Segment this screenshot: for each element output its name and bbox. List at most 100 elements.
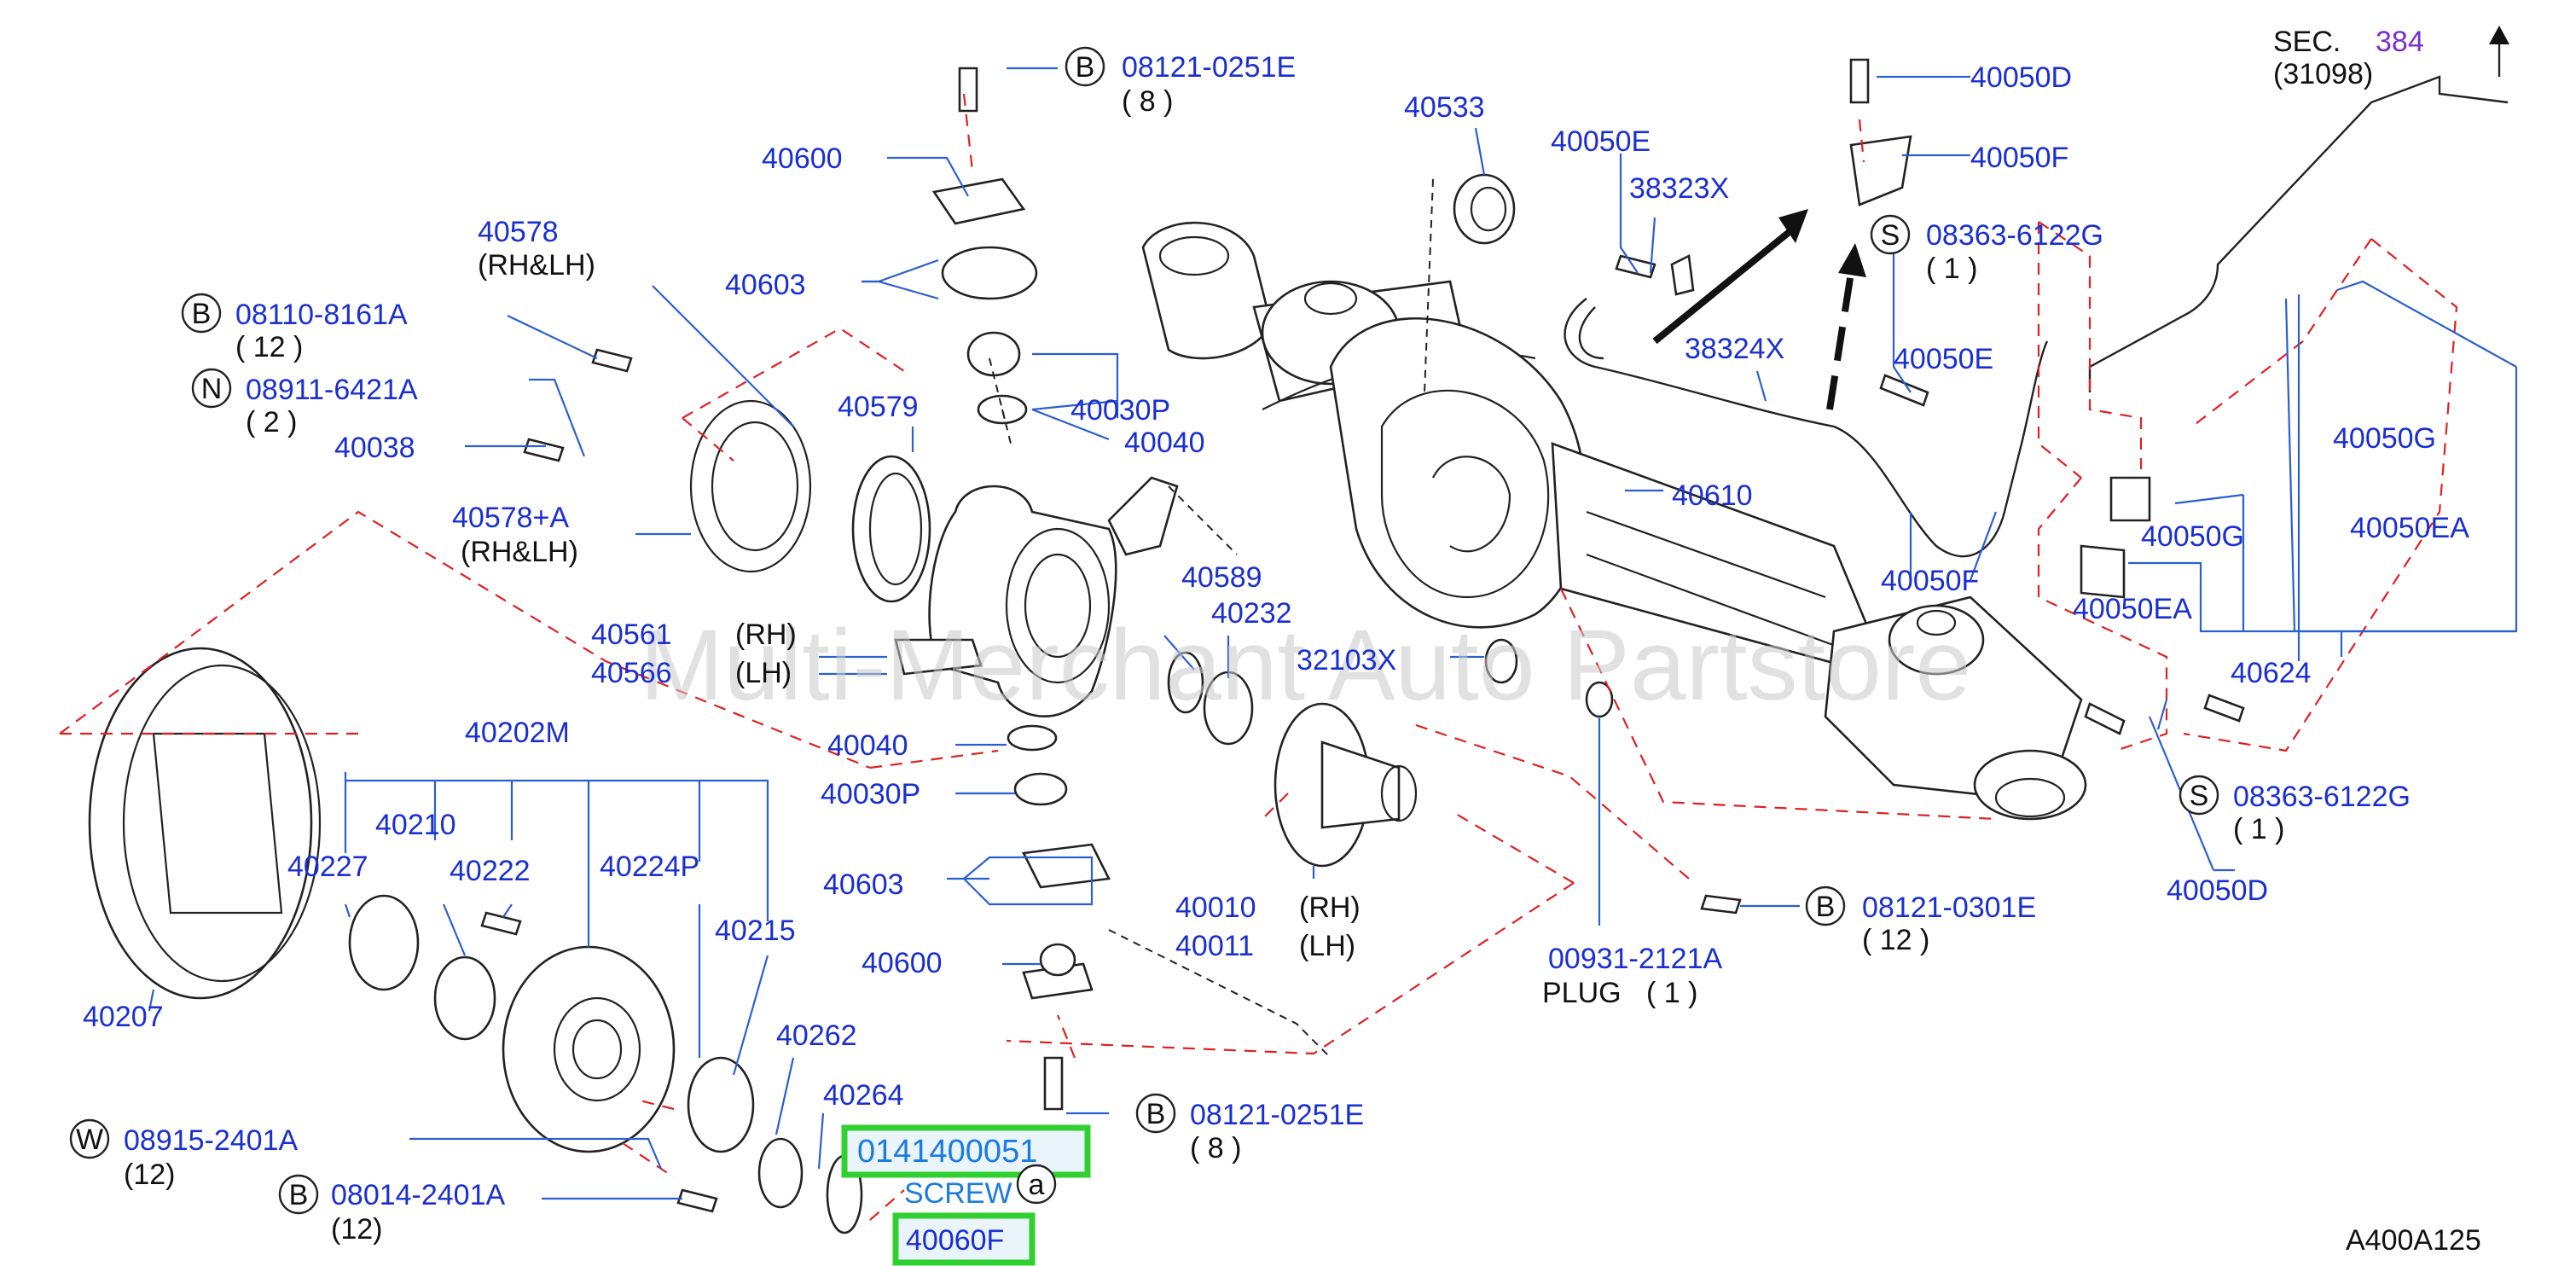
callout-letters: B B N S S B B W B a	[76, 51, 2208, 1211]
callout-circles	[69, 46, 2219, 1215]
view-arrow-dashed	[1826, 272, 1854, 410]
black-dashed-lines	[989, 178, 1434, 1059]
screw-label: SCREW	[904, 1177, 1012, 1210]
part-08363-6122G-top[interactable]: 08363-6122G	[1926, 219, 2103, 252]
part-40561[interactable]: 40561	[591, 618, 672, 651]
highlight-box-0141400051[interactable]	[841, 1124, 1091, 1178]
highlight-part-40060F[interactable]: 40060F	[906, 1224, 1004, 1257]
part-40578[interactable]: 40578	[478, 216, 559, 248]
part-40215[interactable]: 40215	[715, 915, 796, 947]
part-40600-top[interactable]: 40600	[762, 142, 843, 175]
part-labels: 08121-0251E ( 8 ) 40600 40603 40578 (RH&…	[83, 26, 2481, 1257]
highlight-part-0141400051[interactable]: 0141400051	[857, 1134, 1037, 1170]
part-40050F-top[interactable]: 40050F	[1970, 142, 2068, 174]
leader-lines	[148, 67, 2518, 1200]
view-arrow-dashed-head	[1838, 243, 1866, 277]
part-08121-0251E-top[interactable]: 08121-0251E	[1122, 51, 1296, 84]
small-parts	[348, 58, 2245, 1234]
lh-label-1: (LH)	[735, 657, 792, 689]
part-40050D-bot[interactable]: 40050D	[2167, 874, 2268, 907]
callout-B-4: B	[1146, 1098, 1166, 1130]
watermark: Multi-Merchant Auto Partstore	[640, 609, 1971, 722]
part-40224P[interactable]: 40224P	[600, 851, 699, 883]
qty-8-top: ( 8 )	[1122, 85, 1173, 118]
part-40050F-mid[interactable]: 40050F	[1881, 565, 1979, 597]
callout-a: a	[1029, 1169, 1045, 1201]
qty-12-d: (12)	[331, 1213, 382, 1246]
callout-S-1: S	[1881, 219, 1900, 252]
rh-label-1: (RH)	[735, 618, 797, 651]
part-32103X[interactable]: 32103X	[1297, 644, 1396, 677]
part-40050EA-right[interactable]: 40050EA	[2350, 512, 2469, 544]
part-40603-bot[interactable]: 40603	[823, 868, 904, 901]
qty-1-a: ( 1 )	[1926, 253, 1977, 285]
part-40566[interactable]: 40566	[591, 657, 672, 689]
rh-label-2: (RH)	[1299, 891, 1361, 924]
view-arrow-solid-head	[1778, 209, 1808, 243]
qty-8-bot: ( 8 )	[1190, 1132, 1241, 1164]
part-08121-0301E[interactable]: 08121-0301E	[1862, 891, 2036, 924]
callout-N: N	[201, 373, 223, 405]
part-40040-top[interactable]: 40040	[1124, 427, 1205, 459]
part-40610[interactable]: 40610	[1672, 479, 1753, 512]
section-sub: (31098)	[2273, 58, 2373, 90]
qty-12-a: ( 12 )	[235, 331, 303, 363]
qty-12-b: ( 12 )	[1862, 924, 1929, 956]
part-40050G-right[interactable]: 40050G	[2333, 422, 2436, 455]
qty-12-c: (12)	[124, 1159, 175, 1191]
part-40010[interactable]: 40010	[1175, 891, 1256, 924]
part-08911-6421A[interactable]: 08911-6421A	[246, 374, 418, 406]
part-08363-6122G-bot[interactable]: 08363-6122G	[2233, 781, 2411, 813]
part-40207[interactable]: 40207	[83, 1001, 164, 1033]
hub	[502, 945, 676, 1153]
callout-B-1: B	[1076, 51, 1095, 84]
brake-pipe	[2088, 75, 2509, 392]
part-40030P-top[interactable]: 40030P	[1070, 394, 1170, 427]
part-40264[interactable]: 40264	[823, 1079, 904, 1112]
part-40578A[interactable]: 40578+A	[452, 502, 569, 534]
part-40589[interactable]: 40589	[1181, 561, 1262, 594]
part-40050D-top[interactable]: 40050D	[1970, 61, 2072, 94]
part-38324X[interactable]: 38324X	[1685, 333, 1784, 365]
part-40050EA-mid[interactable]: 40050EA	[2073, 593, 2192, 625]
brake-rotor	[88, 647, 322, 1000]
rhlh-label-1: (RH&LH)	[478, 249, 595, 282]
part-40227[interactable]: 40227	[287, 851, 368, 883]
part-40050E-top[interactable]: 40050E	[1551, 125, 1651, 158]
part-40232[interactable]: 40232	[1211, 597, 1292, 630]
part-08121-0251E-bot[interactable]: 08121-0251E	[1190, 1099, 1364, 1131]
part-40038[interactable]: 40038	[334, 432, 415, 464]
highlight-box-40060F[interactable]	[892, 1212, 1036, 1266]
part-08014-2401A[interactable]: 08014-2401A	[331, 1179, 506, 1211]
view-arrow-solid	[1652, 227, 1794, 345]
part-40040-bot[interactable]: 40040	[827, 729, 908, 762]
part-40603-top[interactable]: 40603	[725, 269, 806, 301]
part-08915-2401A[interactable]: 08915-2401A	[124, 1124, 299, 1157]
part-40579[interactable]: 40579	[838, 391, 919, 423]
qty-2: ( 2 )	[246, 406, 297, 438]
spindle	[1273, 702, 1418, 868]
part-00931-2121A[interactable]: 00931-2121A	[1548, 943, 1723, 975]
part-40222[interactable]: 40222	[450, 855, 531, 887]
part-40050G-mid[interactable]: 40050G	[2141, 520, 2244, 553]
part-40262[interactable]: 40262	[776, 1019, 857, 1052]
part-40030P-bot[interactable]: 40030P	[821, 778, 920, 810]
part-40011[interactable]: 40011	[1175, 930, 1254, 962]
part-38323X[interactable]: 38323X	[1629, 172, 1729, 205]
part-40533[interactable]: 40533	[1404, 91, 1485, 124]
part-40624[interactable]: 40624	[2231, 657, 2312, 689]
section-number[interactable]: 384	[2376, 26, 2424, 58]
callout-B-2: B	[192, 298, 212, 330]
part-40210[interactable]: 40210	[375, 809, 456, 841]
callout-B-5: B	[289, 1179, 309, 1211]
steering-knuckle	[894, 476, 1179, 717]
part-40050E-mid[interactable]: 40050E	[1894, 343, 1993, 375]
part-40600-bot[interactable]: 40600	[862, 947, 943, 979]
part-08110-8161A[interactable]: 08110-8161A	[235, 299, 408, 331]
section-prefix: SEC.	[2273, 26, 2341, 58]
part-40202M[interactable]: 40202M	[465, 717, 570, 749]
plug-label: PLUG	[1542, 977, 1622, 1009]
rhlh-label-2: (RH&LH)	[461, 536, 578, 568]
arrow-head-up	[2489, 26, 2509, 44]
